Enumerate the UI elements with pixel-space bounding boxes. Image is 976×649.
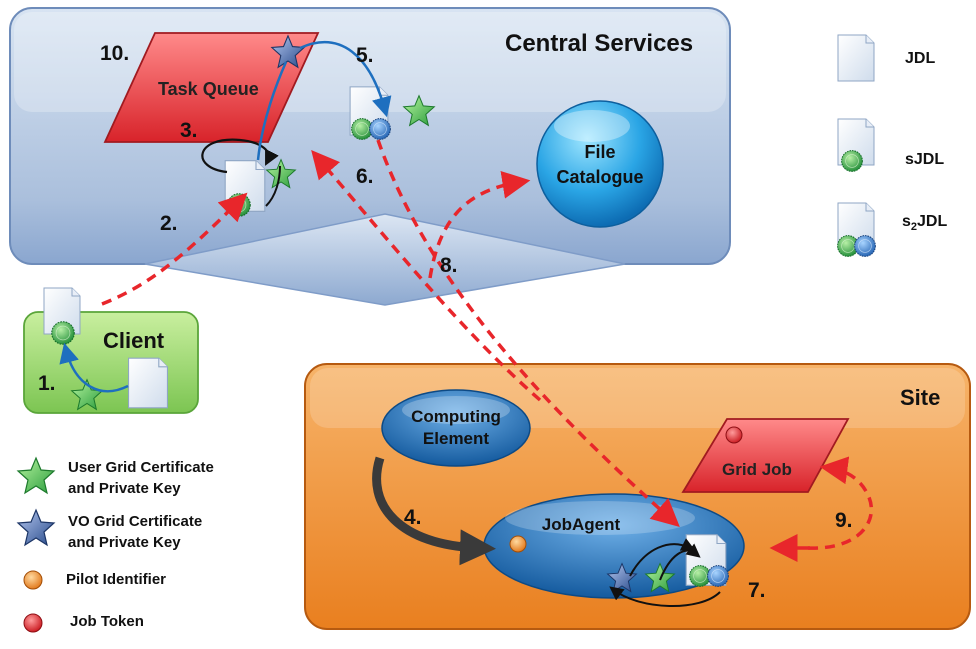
- legend-jdl-document-icon: [837, 34, 875, 82]
- jobagent-green-seal-icon: [689, 565, 711, 587]
- arrow-step-4: [372, 456, 496, 566]
- legend-user-certificate-line2: and Private Key: [68, 480, 181, 497]
- computing-element[interactable]: Computing Element: [381, 389, 531, 467]
- central-services-connector: [144, 213, 626, 306]
- legend-job-token-icon: [23, 613, 43, 633]
- step-label-9: 9.: [835, 509, 853, 532]
- legend-pilot-identifier-label: Pilot Identifier: [66, 571, 166, 588]
- step-label-7: 7.: [748, 579, 766, 602]
- central-s2jdl-green-seal-icon: [351, 118, 373, 140]
- pilot-identifier-icon: [509, 535, 527, 553]
- task-queue-label: Task Queue: [158, 79, 259, 99]
- step-label-1: 1.: [38, 372, 56, 395]
- legend-s2jdl-suffix: JDL: [917, 213, 947, 230]
- file-catalogue-line2: Catalogue: [556, 167, 643, 187]
- legend-s2jdl-label: s2JDL: [902, 213, 947, 233]
- arrow-step-7-b: [659, 543, 701, 581]
- arrow-step-2: [101, 192, 248, 306]
- arrow-step-3-tail: [265, 165, 281, 207]
- step-label-3: 3.: [180, 119, 198, 142]
- legend-sjdl-label: sJDL: [905, 151, 944, 168]
- central-services-title: Central Services: [505, 30, 693, 57]
- task-queue[interactable]: Task Queue: [103, 32, 320, 143]
- legend-vo-certificate-line2: and Private Key: [68, 534, 181, 551]
- legend-vo-certificate-line1: VO Grid Certificate: [68, 513, 202, 530]
- arrow-step-9: [807, 456, 874, 550]
- file-catalogue[interactable]: File Catalogue: [536, 100, 664, 228]
- step-label-10: 10.: [100, 42, 129, 65]
- step-label-6: 6.: [356, 165, 374, 188]
- central-green-seal-icon: [227, 193, 251, 217]
- legend-jdl-label: JDL: [905, 50, 935, 67]
- site-title: Site: [900, 385, 940, 410]
- job-agent-label: JobAgent: [542, 515, 621, 534]
- step-label-8: 8.: [440, 254, 458, 277]
- arrow-step-3: [201, 138, 279, 174]
- arrow-queue-link: [256, 61, 288, 161]
- legend-s2jdl-blue-seal-icon: [854, 235, 876, 257]
- client-green-seal-icon: [51, 321, 75, 345]
- legend-vo-certificate-icon: [17, 509, 55, 546]
- client-jdl-document-icon: [128, 357, 168, 409]
- computing-element-line1: Computing: [411, 407, 501, 426]
- legend-job-token-label: Job Token: [70, 613, 144, 630]
- arrow-step-8: [311, 150, 542, 402]
- arrow-step-6: [376, 139, 680, 527]
- legend-s2jdl-subscript: 2: [911, 221, 917, 233]
- legend-s2jdl-prefix: s: [902, 213, 911, 230]
- grid-job[interactable]: Grid Job: [681, 418, 850, 493]
- grid-job-label: Grid Job: [722, 460, 792, 479]
- job-token-icon: [725, 426, 743, 444]
- step-label-5: 5.: [356, 44, 374, 67]
- step-label-4: 4.: [404, 506, 422, 529]
- arrow-step-7-c: [609, 586, 721, 607]
- document-legend: JDL sJDL s2JDL: [837, 34, 947, 257]
- step-label-2: 2.: [160, 212, 178, 235]
- arrow-step-5: [299, 41, 392, 118]
- arrow-step-7-a: [629, 538, 696, 577]
- legend-user-certificate-icon: [17, 457, 55, 494]
- jobagent-blue-seal-icon: [707, 565, 729, 587]
- arrow-to-file-catalogue: [428, 170, 531, 279]
- central-s2jdl-blue-seal-icon: [369, 118, 391, 140]
- symbol-legend: User Grid Certificate and Private Key VO…: [17, 457, 214, 633]
- legend-sjdl-green-seal-icon: [841, 150, 863, 172]
- arrow-step-1: [59, 342, 129, 393]
- computing-element-line2: Element: [423, 429, 489, 448]
- file-catalogue-line1: File: [584, 142, 615, 162]
- client-label: Client: [103, 328, 165, 353]
- legend-pilot-identifier-icon: [23, 570, 43, 590]
- legend-user-certificate-line1: User Grid Certificate: [68, 459, 214, 476]
